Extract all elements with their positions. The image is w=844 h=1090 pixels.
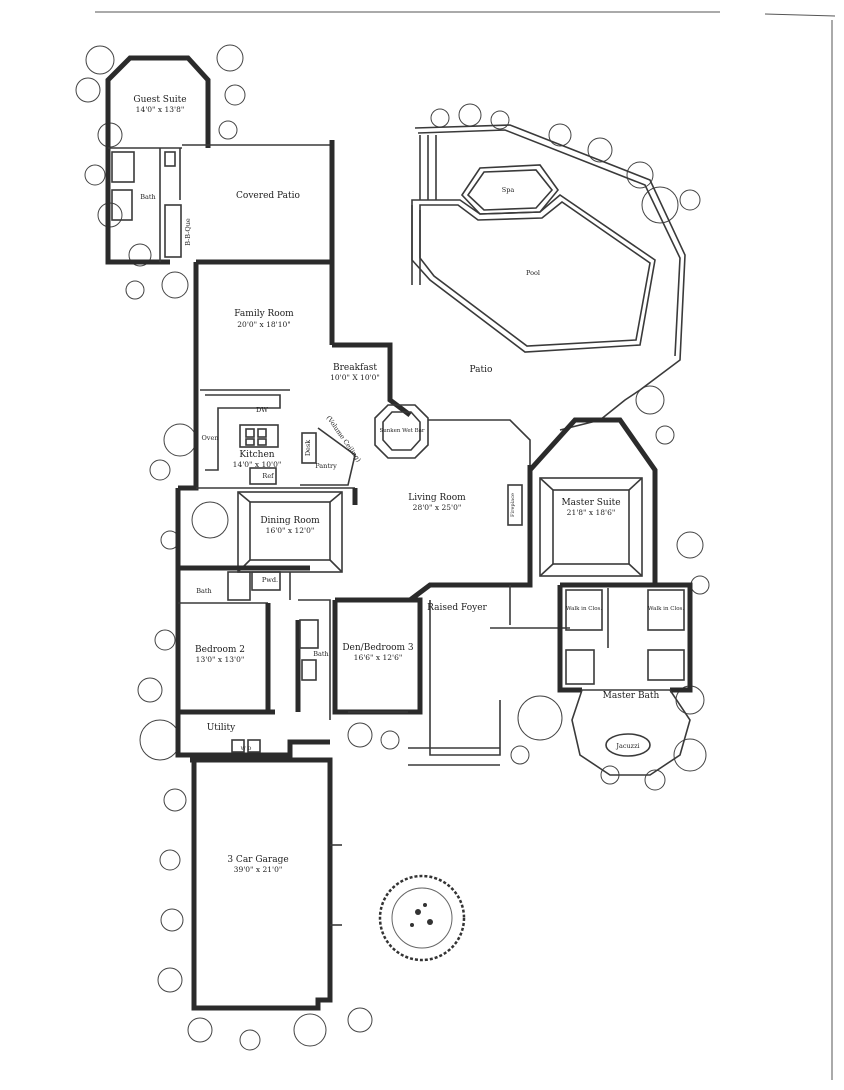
walk-in-closet-right-label: Walk in Clos. — [648, 606, 684, 612]
garage-dims: 39'0" x 21'0" — [234, 865, 283, 874]
breakfast-label: Breakfast — [333, 363, 377, 373]
front-planter — [378, 874, 466, 962]
oven-label: Oven — [201, 434, 218, 442]
fireplace-label: Fireplace — [510, 493, 516, 517]
family-room-label: Family Room — [234, 309, 294, 319]
guest-bath-label: Bath — [140, 193, 155, 201]
bedroom-2-label: Bedroom 2 — [195, 645, 245, 655]
covered-patio-block — [182, 140, 335, 265]
main-house-walls — [175, 262, 693, 1011]
desk-label: Desk — [304, 440, 312, 456]
master-suite-label: Master Suite — [561, 498, 620, 508]
bath-2-label: Bath — [196, 587, 211, 595]
wet-bar-label: Sunken Wet Bar — [379, 428, 424, 434]
jacuzzi-label: Jacuzzi — [615, 742, 639, 750]
utility-label: Utility — [207, 723, 236, 733]
living-room-label: Living Room — [408, 493, 466, 503]
pantry-label: Pantry — [315, 462, 337, 470]
family-room-dims: 20'0" x 18'10" — [237, 320, 290, 329]
powder-label: Pwd. — [262, 576, 278, 584]
bbq-label: B-B-Que — [184, 218, 192, 246]
kitchen-label: Kitchen — [239, 450, 274, 460]
dining-room-label: Dining Room — [260, 516, 320, 526]
guest-suite-label: Guest Suite — [133, 95, 186, 105]
living-room-dims: 28'0" x 25'0" — [413, 503, 462, 512]
spa-label: Spa — [502, 186, 515, 194]
dining-room-dims: 16'0" x 12'0" — [266, 526, 315, 535]
patio-label: Patio — [470, 365, 493, 375]
utility-appliances-label: W D — [241, 746, 252, 752]
guest-suite-dims: 14'0" x 13'8" — [136, 105, 185, 114]
pool-label: Pool — [526, 269, 540, 277]
dw-label: DW — [256, 406, 268, 414]
garage-label: 3 Car Garage — [227, 855, 288, 865]
walk-in-closet-left-label: Walk in Clos. — [566, 606, 602, 612]
volume-ceiling-label: (Volume Ceiling) — [325, 414, 363, 464]
ref-label: Ref — [262, 472, 274, 480]
master-suite-dims: 21'8" x 18'6" — [567, 508, 616, 517]
pool-area — [411, 124, 686, 431]
master-bath-label: Master Bath — [603, 691, 660, 701]
bath-3-label: Bath — [313, 650, 328, 658]
den-dims: 16'6" x 12'6" — [354, 653, 403, 662]
kitchen-dims: 14'0" x 10'0" — [233, 460, 282, 469]
bedroom-2-dims: 13'0" x 13'0" — [196, 655, 245, 664]
landscaping — [75, 44, 710, 1051]
covered-patio-label: Covered Patio — [236, 191, 300, 201]
raised-foyer-label-1: Raised Foyer — [427, 603, 487, 613]
guest-suite-block — [105, 55, 211, 265]
scan-edge-line — [764, 13, 836, 17]
breakfast-dims: 10'0" X 10'0" — [330, 373, 380, 382]
den-label: Den/Bedroom 3 — [342, 643, 414, 653]
